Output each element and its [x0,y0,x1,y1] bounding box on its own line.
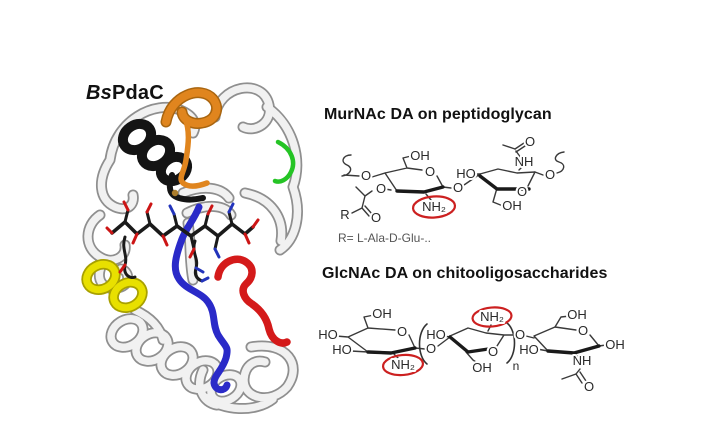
atom-label-ho: HO [426,327,446,342]
atom-label-oh: OH [372,306,392,321]
atom-label-glyc-o: O [453,180,463,195]
loop-blue [171,203,231,394]
nh2-circle [381,353,425,377]
atom-label-nh2: NH₂ [422,199,446,214]
atom-label-o: O [361,168,371,183]
chem2-bold-bonds [366,335,601,355]
atom-label-ring-o: O [488,344,498,359]
atom-label-oh: OH [410,148,430,163]
atom-label-o: O [584,379,594,394]
protein-structure [81,65,325,425]
atom-label-ho: HO [318,327,338,342]
nh2-circle [471,306,513,328]
chem2-double-bonds [575,371,587,384]
protein-name-rest: PdaC [111,82,164,104]
helix-orange [160,87,222,189]
atom-label-ring-o: O [397,324,407,339]
loop-red [214,255,291,347]
atom-label-r: R [340,207,349,222]
paren-close [506,322,516,364]
metal-ion [171,189,179,197]
atom-label-oh: OH [567,307,587,322]
protein-name-label: BsPdaC [86,82,164,105]
section-title-murnac: MurNAc DA on peptidoglycan [324,106,552,123]
atom-label-o: O [545,167,555,182]
chem1-bold-bonds [395,174,531,194]
strand-green [272,139,296,184]
chem-structure-murnac: OH O O O R O NH₂ O HO NH O O OH O R= L-A… [336,132,565,247]
atom-label-ring-o: O [425,164,435,179]
atom-label-ring-o: O [517,184,527,199]
repeat-n-label: n [513,359,520,373]
atom-label-nh2: NH₂ [480,309,504,324]
helix-yellow [81,259,148,313]
atom-label-o: O [371,210,381,225]
chem-structure-glcnac: HO HO OH O NH₂ O HO NH₂ O OH n O HO OH O… [316,304,627,396]
atom-label-nh: NH [573,353,592,368]
chem1-double-bonds [361,142,526,217]
atom-label-ho: HO [519,342,539,357]
atom-label-o: O [525,134,535,149]
atom-label-ring-o: O [578,323,588,338]
atom-label-ho: HO [456,166,476,181]
atom-label-o: O [376,181,386,196]
chem1-bonds [341,144,565,214]
paren-open [418,323,428,365]
atom-label-oh: OH [605,337,625,352]
protein-name-italic: Bs [86,82,112,104]
atom-label-nh: NH [515,154,534,169]
r-group-note: R= L-Ala-D-Glu-.. [338,231,431,245]
atom-label-glyc-o: O [426,341,436,356]
nh2-circle [411,195,457,219]
atom-label-oh: OH [502,198,522,213]
section-title-glcnac: GlcNAc DA on chitooligosaccharides [322,265,608,282]
atom-label-nh2: NH₂ [391,357,415,372]
atom-label-oh: OH [472,360,492,375]
atom-label-glyc-o: O [515,327,525,342]
chem2-bonds [335,314,607,380]
ligand-sticks [105,189,260,283]
atom-label-ho: HO [332,342,352,357]
